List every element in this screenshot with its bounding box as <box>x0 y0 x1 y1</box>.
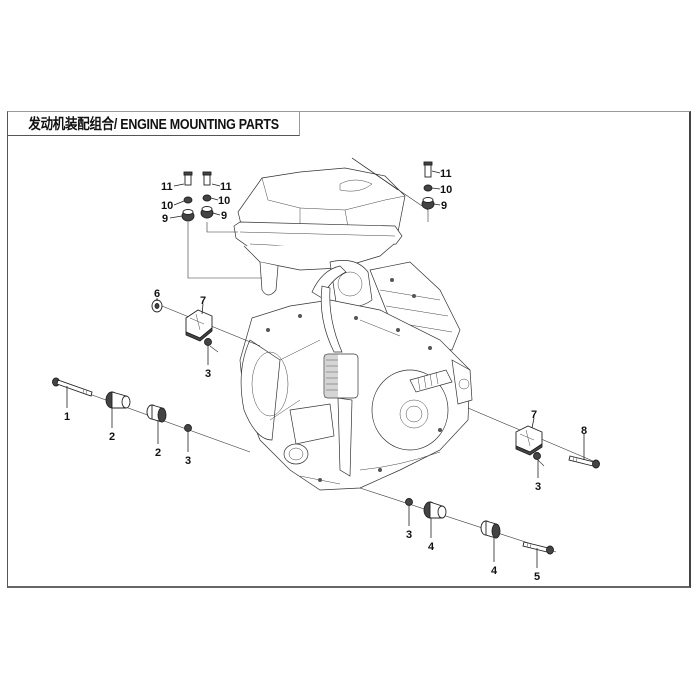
part-1-bolt <box>52 377 93 397</box>
callout-10: 10 <box>218 195 230 207</box>
callout-7: 7 <box>531 409 537 421</box>
callout-11: 11 <box>440 168 452 180</box>
callout-3: 3 <box>535 481 541 493</box>
part-5-bolt <box>522 541 554 555</box>
callout-2: 2 <box>155 447 161 459</box>
engine-illustration <box>233 167 473 491</box>
callout-8: 8 <box>581 425 587 437</box>
part-11c-bolt <box>423 161 433 178</box>
part-6-washer <box>151 299 163 313</box>
callout-1: 1 <box>64 411 70 423</box>
callout-5: 5 <box>534 571 540 583</box>
part-9b-damper <box>200 206 214 219</box>
callout-leaders <box>66 170 585 568</box>
part-2a-bushing <box>105 391 131 409</box>
callout-11: 11 <box>220 181 232 193</box>
part-3d-nut <box>405 498 413 506</box>
part-11a-bolt <box>183 171 193 186</box>
part-2b-bushing <box>146 404 167 423</box>
part-7a-mount <box>185 309 213 342</box>
part-10c-washer <box>423 184 433 192</box>
part-9c-damper <box>421 197 435 210</box>
part-10a-washer <box>183 196 193 204</box>
part-9a-damper <box>181 209 195 222</box>
part-3b-nut <box>184 424 192 432</box>
callout-labels: 11 10 9 11 10 9 11 10 9 6 7 3 1 2 2 3 7 … <box>64 168 587 583</box>
part-7b-mount <box>515 425 543 456</box>
part-8-bolt <box>568 455 600 469</box>
diagram-frame <box>7 111 691 588</box>
callout-6: 6 <box>154 288 160 300</box>
callout-4: 4 <box>428 541 435 553</box>
page-title: 发动机装配组合/ ENGINE MOUNTING PARTS <box>28 117 279 133</box>
callout-7: 7 <box>200 295 206 307</box>
part-11b-bolt <box>202 171 212 186</box>
title-box: 发动机装配组合/ ENGINE MOUNTING PARTS <box>7 111 300 136</box>
callout-3: 3 <box>185 455 191 467</box>
callout-9: 9 <box>441 200 447 212</box>
part-4b-bushing <box>480 520 501 539</box>
part-3c-nut <box>533 452 541 460</box>
callout-4: 4 <box>491 565 498 577</box>
callout-11: 11 <box>161 181 173 193</box>
part-4a-bushing <box>423 501 447 519</box>
callout-9: 9 <box>221 210 227 222</box>
callout-2: 2 <box>109 431 115 443</box>
callout-3: 3 <box>406 529 412 541</box>
part-3a-nut <box>204 338 212 346</box>
part-10b-washer <box>202 194 212 202</box>
callout-10: 10 <box>161 200 173 212</box>
callout-9: 9 <box>162 213 168 225</box>
callout-3: 3 <box>205 368 211 380</box>
callout-10: 10 <box>440 184 452 196</box>
